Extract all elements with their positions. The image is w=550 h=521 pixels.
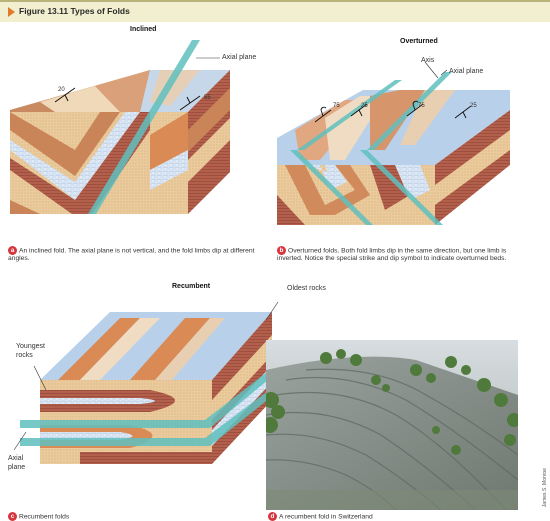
trees — [266, 349, 518, 455]
inclined-axial-plane-label: Axial plane — [222, 54, 257, 61]
recumbent-heading: Recumbent — [172, 283, 211, 290]
overturned-fold-diagram — [277, 61, 510, 225]
photo-credit: James S. Monroe — [542, 468, 548, 508]
overturned-axial-plane-2 — [360, 150, 443, 225]
overturned-heading: Overturned — [400, 38, 438, 45]
recumbent-axial-plane-1 — [20, 362, 280, 428]
badge-d: d — [268, 512, 277, 521]
badge-c: c — [8, 512, 17, 521]
overturned-dip-25a: 25 — [361, 103, 368, 109]
overturned-axial-plane-label: Axial plane — [449, 68, 484, 75]
overturned-dip-25b: 25 — [470, 103, 477, 109]
overturned-dip-75b: 75 — [418, 103, 425, 109]
youngest-rocks-label: Youngest rocks — [16, 343, 45, 359]
recumbent-axial-plane-label: Axial plane — [8, 455, 26, 471]
badge-a: a — [8, 246, 17, 255]
overturned-axial-plane-1 — [290, 150, 373, 225]
figure-arrow-icon — [8, 7, 15, 17]
inclined-fold-diagram — [10, 40, 230, 214]
inclined-dip-20: 20 — [58, 87, 65, 93]
oldest-rocks-label: Oldest rocks — [287, 285, 326, 292]
overturned-dip-75a: 75 — [333, 103, 340, 109]
recumbent-fold-diagram — [13, 301, 280, 464]
figure-header: Figure 13.11 Types of Folds — [0, 0, 550, 22]
badge-b: b — [277, 246, 286, 255]
overturned-axis-label: Axis — [421, 57, 435, 64]
switzerland-photo — [266, 340, 518, 510]
rock-cliff — [266, 356, 518, 510]
recumbent-axial-plane-2 — [20, 382, 280, 446]
figure-title: Figure 13.11 Types of Folds — [19, 6, 130, 16]
inclined-heading: Inclined — [130, 26, 157, 33]
inclined-axial-plane — [88, 40, 200, 214]
inclined-dip-55: 55 — [204, 95, 211, 101]
fold-strata — [266, 368, 518, 510]
